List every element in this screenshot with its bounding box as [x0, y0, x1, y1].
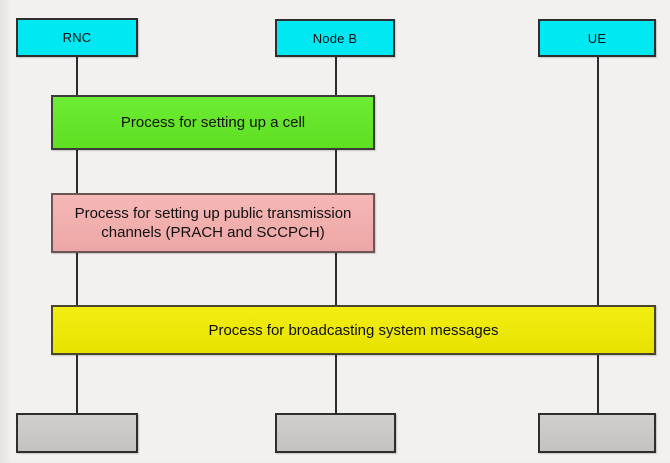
terminator-rnc[interactable] — [16, 413, 138, 453]
actor-box-rnc[interactable]: RNC — [16, 18, 138, 57]
process-broadcasting-system-messages[interactable]: Process for broadcasting system messages — [51, 305, 656, 355]
actor-box-node-b[interactable]: Node B — [275, 19, 395, 57]
lifeline-ue — [597, 57, 599, 413]
actor-box-ue[interactable]: UE — [538, 19, 656, 57]
process-public-transmission-channels[interactable]: Process for setting up public transmissi… — [51, 193, 375, 253]
process-broadcasting-system-messages-label: Process for broadcasting system messages — [208, 321, 499, 339]
actor-label-rnc: RNC — [62, 30, 92, 45]
actor-label-node-b: Node B — [312, 30, 358, 46]
process-setting-up-cell[interactable]: Process for setting up a cell — [51, 95, 375, 150]
actor-label-ue: UE — [587, 30, 607, 46]
process-public-transmission-channels-label: Process for setting up public transmissi… — [74, 205, 352, 241]
terminator-ue[interactable] — [538, 413, 656, 453]
terminator-node-b[interactable] — [275, 413, 396, 453]
process-setting-up-cell-label: Process for setting up a cell — [120, 114, 306, 131]
